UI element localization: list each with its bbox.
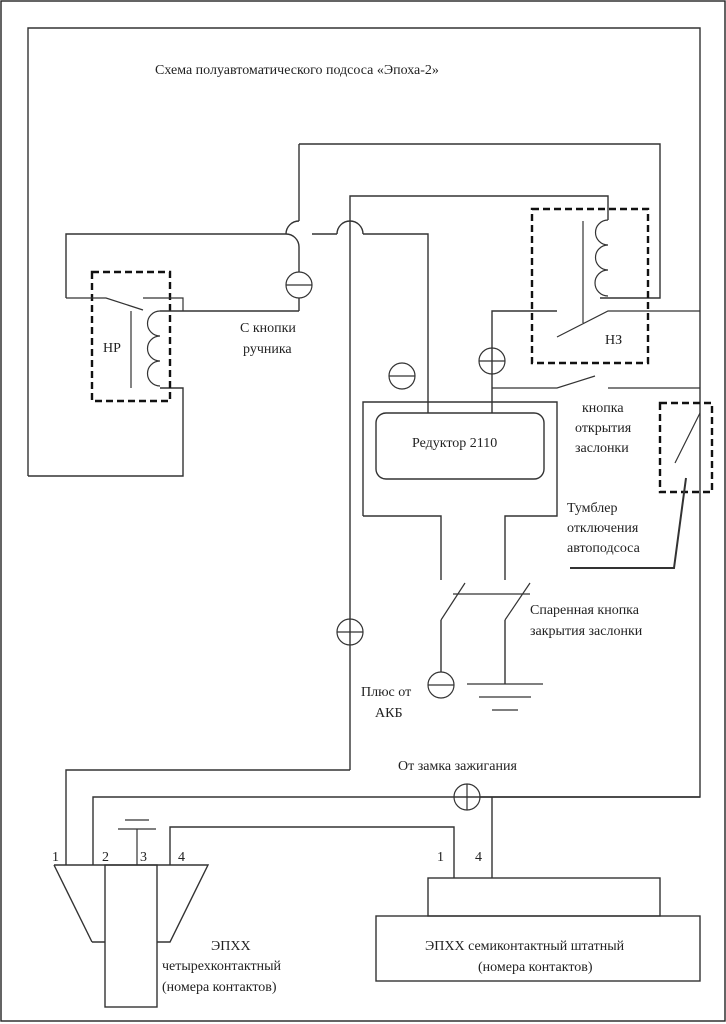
epxx4-pin-1: 1 bbox=[52, 850, 59, 865]
ignition-label: От замка зажигания bbox=[398, 759, 517, 774]
relay-nz-box bbox=[530, 207, 650, 365]
epxx7-pin-4: 4 bbox=[475, 850, 482, 865]
diagram-title: Схема полуавтоматического подсоса «Эпоха… bbox=[155, 63, 439, 78]
ignition-up-wire bbox=[349, 195, 609, 770]
reducer-housing-left bbox=[363, 515, 442, 580]
nr-contact-fixed bbox=[143, 297, 184, 311]
relay-nz-label: НЗ bbox=[605, 333, 622, 348]
wire-jumper bbox=[285, 220, 300, 235]
pin2-wire bbox=[92, 796, 700, 865]
reducer-label: Редуктор 2110 bbox=[412, 436, 497, 451]
nr-coil-return-wire bbox=[28, 387, 184, 477]
epxx4-label-3: (номера контактов) bbox=[162, 980, 277, 995]
pin1-wire bbox=[65, 769, 350, 865]
open-button-switch bbox=[492, 375, 596, 389]
reducer-minus-wire bbox=[363, 233, 429, 413]
epxx4-side bbox=[53, 864, 93, 943]
nr-top-wire bbox=[65, 233, 286, 298]
epxx4-label-1: ЭПХХ bbox=[211, 939, 251, 954]
relay-nr-box bbox=[90, 270, 172, 403]
reducer-block bbox=[375, 412, 545, 480]
close-button-label-1: Спаренная кнопка bbox=[530, 603, 640, 618]
battery-label-2: АКБ bbox=[375, 706, 403, 721]
epxx7-connector bbox=[427, 877, 661, 917]
epxx4-pin-3: 3 bbox=[140, 850, 147, 865]
open-button-label-1: кнопка bbox=[582, 401, 624, 416]
epxx7-label-1: ЭПХХ семиконтактный штатный bbox=[425, 939, 625, 954]
epxx4-pin-4: 4 bbox=[178, 850, 185, 865]
handbrake-label-1: С кнопки bbox=[240, 321, 296, 336]
nr-coil bbox=[146, 310, 161, 387]
epxx4-connector bbox=[54, 864, 210, 943]
wire-jumper bbox=[285, 233, 300, 248]
close-switch-left bbox=[440, 582, 466, 621]
open-button-label-2: открытия bbox=[575, 421, 632, 436]
open-button-label-3: заслонки bbox=[575, 441, 629, 456]
close-button-label-2: закрытия заслонки bbox=[530, 624, 643, 639]
epxx7-label-2: (номера контактов) bbox=[478, 960, 593, 975]
pin4-wire bbox=[169, 826, 455, 878]
nz-coil bbox=[594, 219, 609, 297]
epxx4-label-2: четырехконтактный bbox=[162, 959, 282, 974]
toggle-label-1: Тумблер bbox=[567, 501, 618, 516]
epxx7-pin-1: 1 bbox=[437, 850, 444, 865]
close-switch-right bbox=[504, 582, 531, 621]
epxx4-pin-2: 2 bbox=[102, 850, 109, 865]
epxx4-body bbox=[104, 864, 158, 1008]
reducer-housing bbox=[362, 401, 558, 580]
toggle-label-2: отключения bbox=[567, 521, 639, 536]
nz-coil-supply-wire bbox=[299, 143, 661, 299]
relay-nr-label: НР bbox=[103, 341, 121, 356]
toggle-pointer bbox=[570, 477, 687, 569]
toggle-box bbox=[658, 401, 714, 494]
nz-to-reducer-wire bbox=[491, 310, 557, 413]
epxx7-body bbox=[375, 915, 701, 982]
toggle-label-3: автоподсоса bbox=[567, 541, 641, 556]
toggle-blade bbox=[674, 412, 701, 464]
handbrake-label-2: ручника bbox=[243, 342, 292, 357]
nr-contact-blade bbox=[66, 297, 144, 311]
nz-contact-blade bbox=[556, 310, 700, 338]
battery-label-1: Плюс от bbox=[361, 685, 411, 700]
